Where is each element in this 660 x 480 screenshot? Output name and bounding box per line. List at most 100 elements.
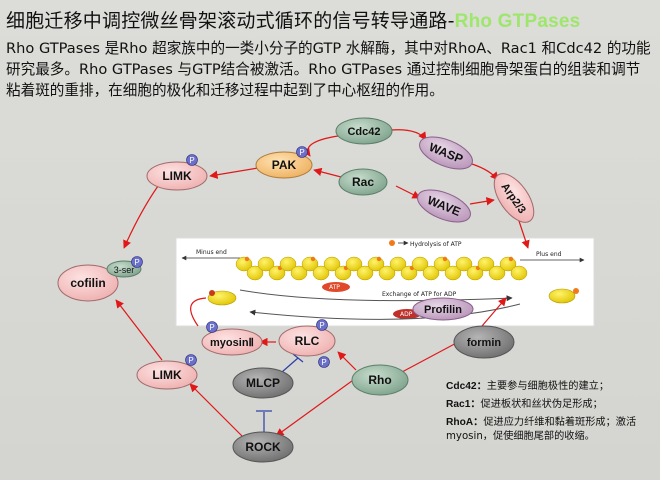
arrow-wave-arp — [469, 197, 495, 206]
node-formin: formin — [453, 325, 515, 359]
actin-bead — [312, 265, 330, 281]
phosphate-icon — [185, 354, 197, 366]
actin-bead — [488, 265, 506, 281]
inhibit-mlcp-rlc-bar — [292, 353, 304, 363]
arrow-limk-bottom-cofilin — [115, 299, 163, 361]
phosphate-icon — [296, 146, 308, 158]
arrow-arp-filament — [517, 217, 530, 249]
rac-label: Rac — [352, 175, 374, 189]
legend-text-rhoa: 促进应力纤维和黏着斑形成；激活myosin，促使细胞尾部的收缩。 — [446, 417, 637, 442]
actin-bead — [356, 265, 374, 281]
actin-panel: Minus end Plus end Hydrolysis of ATP Exc… — [175, 237, 595, 327]
title-accent: Rho GTPases — [454, 11, 581, 32]
actin-bead — [290, 265, 308, 281]
adp-tag-label: ADP — [400, 311, 413, 318]
inhibition-arrows — [256, 353, 304, 432]
atp-hydrolysis-dot — [389, 240, 395, 246]
node-cofilin: cofilin — [57, 264, 119, 302]
exchange-label: Exchange of ATP for ADP — [382, 291, 457, 298]
node-pak: PAK — [255, 151, 313, 179]
arrow-rock-limk — [189, 383, 245, 439]
myosin-label: myosinⅡ — [210, 337, 254, 349]
actin-bead — [510, 265, 528, 281]
atp-dot — [508, 256, 514, 262]
arrow-cdc42-wasp — [389, 129, 427, 141]
actin-bead — [323, 256, 341, 272]
hydrolysis-label: Hydrolysis of ATP — [410, 241, 462, 248]
actin-bead — [246, 265, 264, 281]
atp-dot — [376, 256, 382, 262]
node-wasp: WASP — [419, 136, 473, 170]
phosphate-icon — [318, 356, 330, 368]
rock-label: ROCK — [245, 440, 281, 454]
3ser-label: 3-ser — [114, 265, 135, 275]
actin-bead — [257, 256, 275, 272]
phosphate-label: P — [321, 358, 326, 367]
actin-bead — [378, 265, 396, 281]
plus-end-label: Plus end — [536, 251, 562, 258]
exchange-arrow — [239, 289, 513, 302]
arrow-limk-cofilin — [123, 185, 159, 249]
rho-label: Rho — [368, 373, 391, 387]
legend-key-rac1: Rac1： — [446, 399, 481, 410]
profilin-node: Profilin — [412, 297, 474, 321]
cofilin-label: cofilin — [70, 276, 105, 290]
legend: Cdc42：主要参与细胞极性的建立； Rac1：促进板状和丝状伪足形成； Rho… — [446, 380, 656, 448]
arrow-rho-formin — [401, 339, 463, 373]
actin-bead — [389, 256, 407, 272]
phosphate-icon — [206, 321, 218, 333]
actin-monomer-right — [548, 288, 576, 304]
phosphate-label: P — [209, 323, 214, 332]
page-title: 细胞迁移中调控微丝骨架滚动式循环的信号转导通路-Rho GTPases — [6, 6, 656, 32]
node-rock: ROCK — [232, 431, 294, 463]
phosphate-label: P — [319, 321, 324, 330]
atp-dot — [244, 256, 250, 262]
formin-label: formin — [467, 337, 502, 349]
actin-bead — [411, 256, 429, 272]
arrow-cdc42-pak — [302, 135, 339, 157]
node-rlc: RLC — [278, 325, 336, 357]
signal-arrows — [115, 129, 530, 439]
actin-filament — [235, 256, 528, 281]
actin-bead — [345, 256, 363, 272]
phosphate-label: P — [134, 258, 139, 267]
node-rho: Rho — [351, 364, 409, 396]
actin-monomer-left — [207, 290, 237, 306]
node-limk-bottom: LIMK — [136, 360, 198, 390]
actin-bead — [455, 256, 473, 272]
arrow-rac-wave — [395, 185, 421, 199]
legend-row-cdc42: Cdc42：主要参与细胞极性的建立； — [446, 380, 656, 394]
phosphate-label: P — [299, 148, 304, 157]
actin-bead — [279, 256, 297, 272]
node-wave: WAVE — [417, 189, 471, 223]
phosphate-label: P — [189, 156, 194, 165]
atp-dot — [310, 256, 316, 262]
legend-row-rhoa: RhoA：促进应力纤维和黏着斑形成；激活myosin，促使细胞尾部的收缩。 — [446, 416, 656, 444]
node-mlcp: MLCP — [232, 367, 294, 399]
actin-bead — [477, 256, 495, 272]
arrow-rac-pak — [313, 167, 346, 179]
atp-tag-label: ATP — [329, 284, 340, 291]
node-rac: Rac — [338, 168, 388, 196]
rlc-label: RLC — [295, 334, 320, 348]
phosphate-icon — [186, 154, 198, 166]
arrow-rho-rlc — [337, 351, 357, 371]
limk-bottom-label: LIMK — [152, 368, 182, 382]
legend-text-rac1: 促进板状和丝状伪足形成； — [480, 399, 603, 410]
minus-end-label: Minus end — [196, 249, 227, 256]
return-arrow — [249, 303, 521, 320]
phosphate-icon — [316, 319, 328, 331]
arrow-pak-limk — [209, 167, 259, 179]
intro-paragraph: Rho GTPases 是Rho 超家族中的一类小分子的GTP 水解酶，其中对R… — [6, 40, 651, 99]
atp-dot — [442, 256, 448, 262]
atp-tag — [322, 282, 350, 292]
arrow-myosin-actin — [190, 297, 207, 327]
node-limk-top: LIMK — [146, 161, 208, 191]
adp-dot-left — [209, 290, 215, 296]
legend-text-cdc42: 主要参与细胞极性的建立； — [486, 381, 610, 392]
arrow-formin-filament — [481, 297, 507, 327]
node-myosin: myosinⅡ — [201, 328, 263, 356]
phosphate-label: P — [188, 356, 193, 365]
legend-row-rac1: Rac1：促进板状和丝状伪足形成； — [446, 398, 656, 412]
